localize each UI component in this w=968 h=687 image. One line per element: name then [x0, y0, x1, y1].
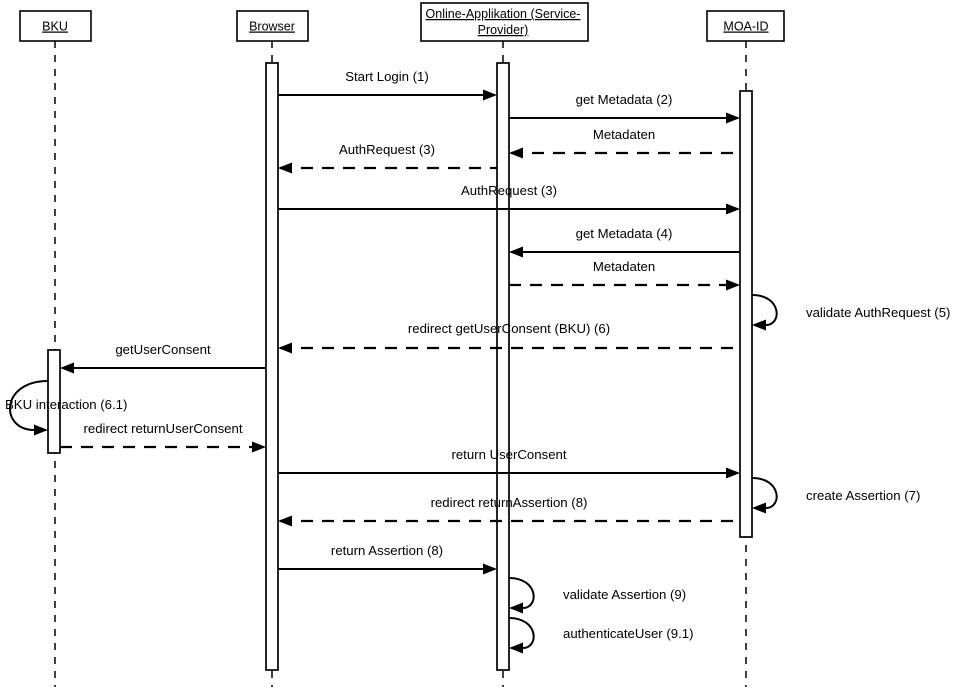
self-message-loop-s2	[9, 380, 49, 431]
message-m9[interactable]: getUserConsent	[60, 342, 266, 374]
self-message-label-s2: BKU interaction (6.1)	[5, 397, 127, 412]
self-messages-layer: validate AuthRequest (5) BKU interaction …	[5, 294, 950, 654]
message-m6[interactable]: get Metadata (4)	[509, 226, 740, 258]
arrowhead	[278, 342, 292, 354]
lifeline-label-bku: BKU	[42, 20, 68, 34]
self-message-s5[interactable]: authenticateUser (9.1)	[508, 617, 693, 654]
message-label-m9: getUserConsent	[115, 342, 211, 357]
message-label-m2: get Metadata (2)	[576, 92, 673, 107]
message-label-m13: return Assertion (8)	[331, 543, 443, 558]
message-m2[interactable]: get Metadata (2)	[509, 92, 740, 124]
arrowhead	[752, 502, 766, 514]
self-message-loop-s1	[751, 294, 778, 326]
message-label-m4: AuthRequest (3)	[339, 142, 435, 157]
arrowhead	[726, 203, 740, 215]
arrowhead	[483, 563, 497, 575]
activation-bar-browser[interactable]	[265, 62, 279, 671]
self-message-loop-s5	[508, 617, 535, 649]
self-message-loop-s3	[751, 477, 778, 509]
message-m10[interactable]: redirect returnUserConsent	[60, 421, 266, 453]
arrowhead	[278, 162, 292, 174]
activations-layer	[47, 62, 753, 671]
lifeline-label-moaid: MOA-ID	[723, 20, 768, 34]
message-label-m5: AuthRequest (3)	[461, 183, 557, 198]
lifeline-header-box-sp[interactable]	[420, 2, 589, 42]
message-label-m8: redirect getUserConsent (BKU) (6)	[408, 321, 610, 336]
arrowhead	[34, 424, 48, 436]
message-m7[interactable]: Metadaten	[509, 259, 740, 291]
self-message-label-s3: create Assertion (7)	[806, 488, 920, 503]
lifeline-header-box-bku[interactable]	[19, 10, 92, 42]
message-label-m7: Metadaten	[593, 259, 655, 274]
lifeline-label-browser: Browser	[249, 20, 295, 34]
arrowhead	[60, 362, 74, 374]
self-message-s1[interactable]: validate AuthRequest (5)	[751, 294, 950, 331]
lifeline-label-sp-line2: Provider)	[478, 23, 529, 37]
arrowhead	[752, 319, 766, 331]
self-message-s3[interactable]: create Assertion (7)	[751, 477, 920, 514]
arrowhead	[726, 279, 740, 291]
message-label-m3: Metadaten	[593, 127, 655, 142]
message-label-m11: return UserConsent	[451, 447, 566, 462]
arrowhead	[726, 467, 740, 479]
messages-layer: Start Login (1) get Metadata (2) Metadaten…	[60, 69, 740, 575]
message-label-m10: redirect returnUserConsent	[83, 421, 242, 436]
self-message-label-s4: validate Assertion (9)	[563, 587, 686, 602]
message-label-m6: get Metadata (4)	[576, 226, 673, 241]
message-label-m12: redirect returnAssertion (8)	[431, 495, 588, 510]
message-m1[interactable]: Start Login (1)	[278, 69, 497, 101]
activation-bar-sp[interactable]	[496, 62, 510, 671]
arrowhead	[252, 441, 266, 453]
message-label-m1: Start Login (1)	[345, 69, 429, 84]
arrowhead	[509, 246, 523, 258]
self-message-s4[interactable]: validate Assertion (9)	[508, 577, 686, 614]
message-m13[interactable]: return Assertion (8)	[278, 543, 497, 575]
lifeline-header-box-browser[interactable]	[236, 10, 309, 42]
activation-bar-moaid[interactable]	[739, 90, 753, 538]
arrowhead	[509, 602, 523, 614]
message-m11[interactable]: return UserConsent	[278, 447, 740, 479]
message-m8[interactable]: redirect getUserConsent (BKU) (6)	[278, 321, 740, 354]
lifeline-header-box-moaid[interactable]	[706, 10, 785, 42]
arrowhead	[483, 89, 497, 101]
self-message-loop-s4	[508, 577, 535, 609]
message-m5[interactable]: AuthRequest (3)	[278, 183, 740, 215]
self-message-label-s5: authenticateUser (9.1)	[563, 626, 693, 641]
message-m4[interactable]: AuthRequest (3)	[278, 142, 497, 174]
arrowhead	[509, 147, 523, 159]
arrowhead	[509, 642, 523, 654]
lifeline-label-sp: Online-Applikation (Service-	[426, 7, 581, 21]
activation-bar-bku[interactable]	[47, 349, 61, 454]
arrowhead	[726, 112, 740, 124]
lifeline-bku[interactable]: BKU	[19, 10, 92, 687]
self-message-label-s1: validate AuthRequest (5)	[806, 305, 950, 320]
message-m12[interactable]: redirect returnAssertion (8)	[278, 495, 740, 527]
self-message-s2[interactable]: BKU interaction (6.1)	[5, 380, 127, 436]
arrowhead	[278, 515, 292, 527]
message-m3[interactable]: Metadaten	[509, 127, 740, 159]
